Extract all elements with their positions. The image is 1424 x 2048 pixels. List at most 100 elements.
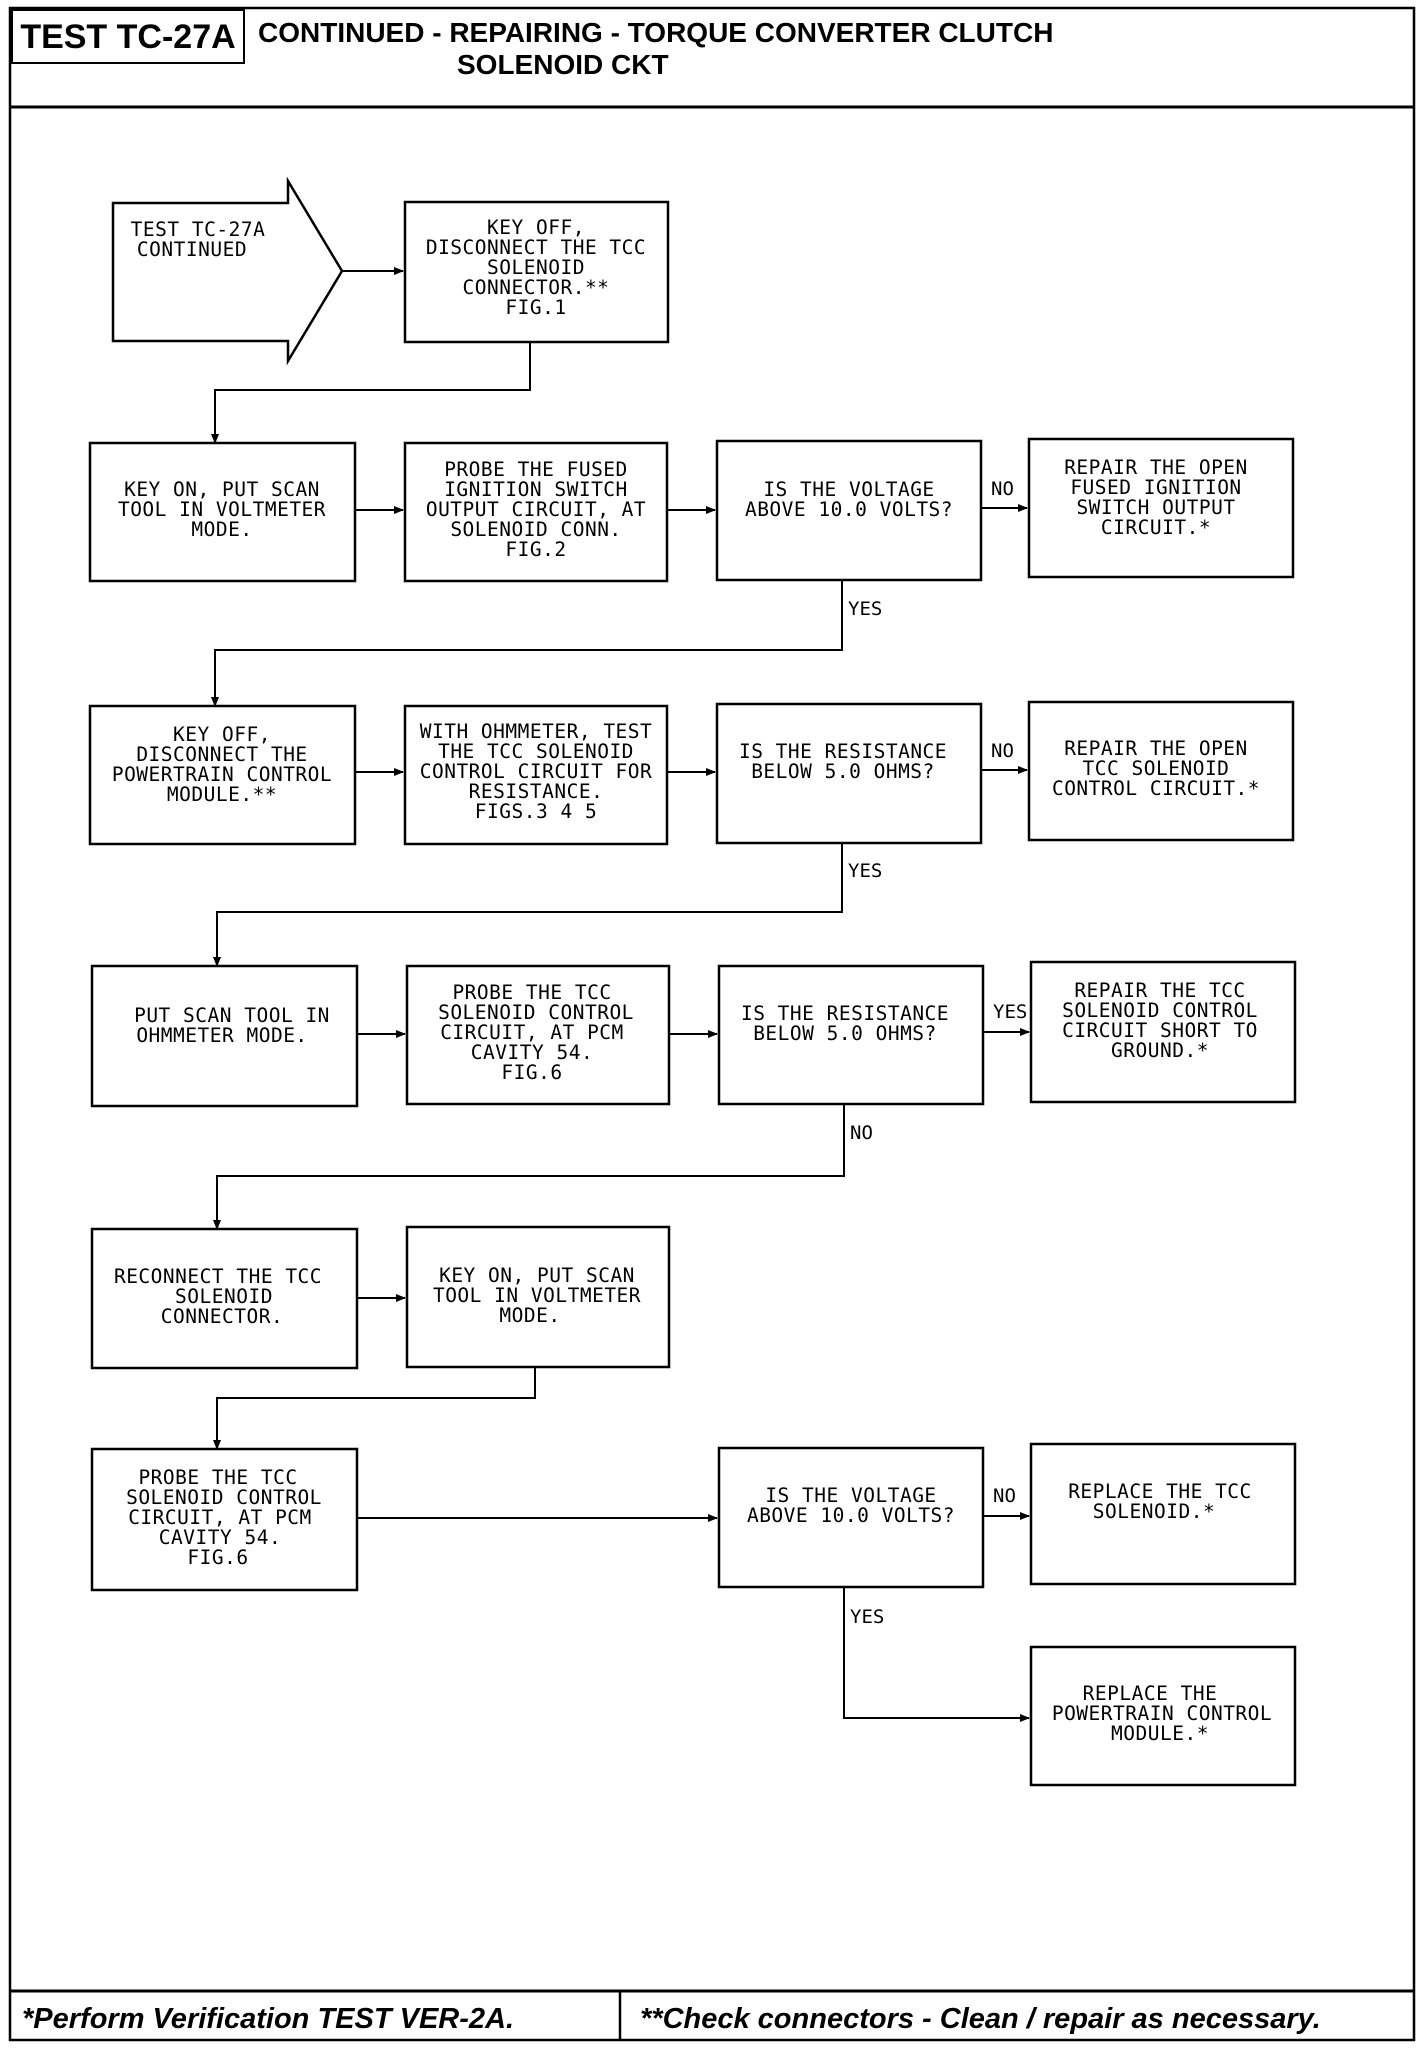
page-title-line2: SOLENOID CKT (457, 49, 669, 80)
b10-line-5: FIG.6 (187, 1546, 248, 1569)
b7-line-5: FIG.6 (501, 1061, 562, 1084)
b1-line-2: DISCONNECT THE TCC (426, 236, 646, 259)
b5-line-4: RESISTANCE. (469, 780, 604, 803)
d4-line-1: IS THE VOLTAGE (765, 1484, 936, 1507)
label-no-1: NO (991, 478, 1014, 500)
b3-line-2: IGNITION SWITCH (444, 478, 628, 501)
page-header: TEST TC-27A CONTINUED - REPAIRING - TORQ… (10, 9, 1414, 109)
branch-labels: NO YES NO YES YES NO NO YES (848, 478, 1027, 1628)
b9-line-1: KEY ON, PUT SCAN (439, 1264, 635, 1287)
b1-line-1: KEY OFF, (487, 216, 585, 239)
b3-line-1: PROBE THE FUSED (444, 458, 628, 481)
start-line-2: CONTINUED (137, 238, 247, 261)
b3-line-3: OUTPUT CIRCUIT, AT (426, 498, 646, 521)
d4-line-2: ABOVE 10.0 VOLTS? (747, 1504, 955, 1527)
b8-line-1: RECONNECT THE TCC (114, 1265, 322, 1288)
label-yes-3: YES (993, 1001, 1027, 1023)
page-footer: *Perform Verification TEST VER-2A. **Che… (10, 1989, 1414, 2040)
r4-line-1: REPLACE THE TCC (1068, 1480, 1252, 1503)
label-no-4: NO (993, 1485, 1016, 1507)
b7-line-2: SOLENOID CONTROL (438, 1001, 634, 1024)
result-repair-open-fused-ignition: REPAIR THE OPEN FUSED IGNITION SWITCH OU… (1027, 437, 1295, 579)
label-yes-2: YES (848, 860, 882, 882)
b1-line-3: SOLENOID (487, 256, 585, 279)
page-title-line1: CONTINUED - REPAIRING - TORQUE CONVERTER… (258, 17, 1053, 48)
r5-line-1: REPLACE THE (1083, 1682, 1218, 1705)
b5-line-2: THE TCC SOLENOID (438, 740, 634, 763)
r5-line-3: MODULE.* (1111, 1722, 1209, 1745)
step-reconnect-tcc: RECONNECT THE TCC SOLENOID CONNECTOR. (90, 1227, 359, 1370)
step-ohmmeter-test-tcc-circuit: WITH OHMMETER, TEST THE TCC SOLENOID CON… (403, 704, 669, 846)
r1-line-3: SWITCH OUTPUT (1076, 496, 1235, 519)
b5-line-3: CONTROL CIRCUIT FOR (420, 760, 653, 783)
step-key-off-disconnect-pcm: KEY OFF, DISCONNECT THE POWERTRAIN CONTR… (88, 704, 357, 846)
start-arrow-shape: TEST TC-27A CONTINUED (111, 176, 344, 366)
decision-voltage-above-10-b: IS THE VOLTAGE ABOVE 10.0 VOLTS? (717, 1446, 985, 1589)
r2-line-2: TCC SOLENOID (1083, 757, 1230, 780)
step-key-off-disconnect-tcc: KEY OFF, DISCONNECT THE TCC SOLENOID CON… (403, 200, 670, 344)
result-repair-open-tcc-control: REPAIR THE OPEN TCC SOLENOID CONTROL CIR… (1027, 700, 1295, 842)
d2-line-1: IS THE RESISTANCE (739, 740, 947, 763)
b5-line-1: WITH OHMMETER, TEST (420, 720, 653, 743)
footer-connector-note: **Check connectors - Clean / repair as n… (640, 2003, 1321, 2035)
b2-line-3: MODE. (191, 518, 252, 541)
r3-line-2: SOLENOID CONTROL (1062, 999, 1258, 1022)
b7-line-1: PROBE THE TCC (452, 981, 611, 1004)
footer-verification-note: *Perform Verification TEST VER-2A. (22, 2003, 514, 2035)
result-replace-pcm: REPLACE THE POWERTRAIN CONTROL MODULE.* (1029, 1645, 1297, 1787)
test-id-box (11, 9, 245, 64)
label-no-3: NO (850, 1122, 873, 1144)
r1-line-2: FUSED IGNITION (1070, 476, 1241, 499)
step-scan-tool-ohmmeter: PUT SCAN TOOL IN OHMMETER MODE. (90, 964, 359, 1108)
b1-line-5: FIG.1 (505, 296, 566, 319)
b10-line-1: PROBE THE TCC (138, 1466, 297, 1489)
r1-line-1: REPAIR THE OPEN (1064, 456, 1248, 479)
b1-line-4: CONNECTOR.** (463, 276, 610, 299)
label-yes-1: YES (848, 598, 882, 620)
b4-line-1: KEY OFF, (173, 723, 271, 746)
result-repair-tcc-short-ground: REPAIR THE TCC SOLENOID CONTROL CIRCUIT … (1029, 960, 1297, 1104)
b4-line-3: POWERTRAIN CONTROL (112, 763, 332, 786)
d3-line-2: BELOW 5.0 OHMS? (753, 1022, 937, 1045)
b9-line-3: MODE. (499, 1304, 560, 1327)
r3-line-3: CIRCUIT SHORT TO (1062, 1019, 1258, 1042)
r3-line-1: REPAIR THE TCC (1074, 979, 1245, 1002)
d2-line-2: BELOW 5.0 OHMS? (751, 760, 935, 783)
b5-line-5: FIGS.3 4 5 (475, 800, 597, 823)
b6-line-1: PUT SCAN TOOL IN (134, 1004, 330, 1027)
b4-line-2: DISCONNECT THE (136, 743, 307, 766)
start-line-1: TEST TC-27A (131, 218, 266, 241)
b7-line-3: CIRCUIT, AT PCM (440, 1021, 624, 1044)
page-frame (8, 6, 1416, 2042)
decision-voltage-above-10-a: IS THE VOLTAGE ABOVE 10.0 VOLTS? (715, 439, 983, 582)
b8-line-3: CONNECTOR. (161, 1305, 283, 1328)
step-key-on-voltmeter-1: KEY ON, PUT SCAN TOOL IN VOLTMETER MODE. (88, 441, 357, 583)
step-probe-tcc-pcm-cavity-b: PROBE THE TCC SOLENOID CONTROL CIRCUIT, … (90, 1447, 359, 1592)
result-replace-tcc-solenoid: REPLACE THE TCC SOLENOID.* (1029, 1442, 1297, 1586)
d1-line-2: ABOVE 10.0 VOLTS? (745, 498, 953, 521)
r3-line-4: GROUND.* (1111, 1039, 1209, 1062)
b6-line-2: OHMMETER MODE. (136, 1024, 307, 1047)
r2-line-1: REPAIR THE OPEN (1064, 737, 1248, 760)
b10-line-2: SOLENOID CONTROL (126, 1486, 322, 1509)
step-key-on-voltmeter-2: KEY ON, PUT SCAN TOOL IN VOLTMETER MODE. (405, 1225, 671, 1369)
d3-line-1: IS THE RESISTANCE (741, 1002, 949, 1025)
r5-line-2: POWERTRAIN CONTROL (1052, 1702, 1272, 1725)
step-probe-fused-ignition: PROBE THE FUSED IGNITION SWITCH OUTPUT C… (403, 441, 669, 583)
label-no-2: NO (991, 740, 1014, 762)
r1-line-4: CIRCUIT.* (1101, 516, 1211, 539)
b10-line-3: CIRCUIT, AT PCM (128, 1506, 312, 1529)
b4-line-4: MODULE.** (167, 783, 277, 806)
label-yes-4: YES (850, 1606, 884, 1628)
d1-line-1: IS THE VOLTAGE (763, 478, 934, 501)
test-id: TEST TC-27A (20, 18, 235, 56)
b2-line-1: KEY ON, PUT SCAN (124, 478, 320, 501)
connector-lines (211, 267, 1030, 1722)
r2-line-3: CONTROL CIRCUIT.* (1052, 777, 1260, 800)
b3-line-5: FIG.2 (505, 538, 566, 561)
decision-resistance-below-5-a: IS THE RESISTANCE BELOW 5.0 OHMS? (715, 702, 983, 845)
b7-line-4: CAVITY 54. (471, 1041, 593, 1064)
step-probe-tcc-pcm-cavity-a: PROBE THE TCC SOLENOID CONTROL CIRCUIT, … (405, 964, 671, 1106)
r4-line-2: SOLENOID.* (1093, 1500, 1215, 1523)
